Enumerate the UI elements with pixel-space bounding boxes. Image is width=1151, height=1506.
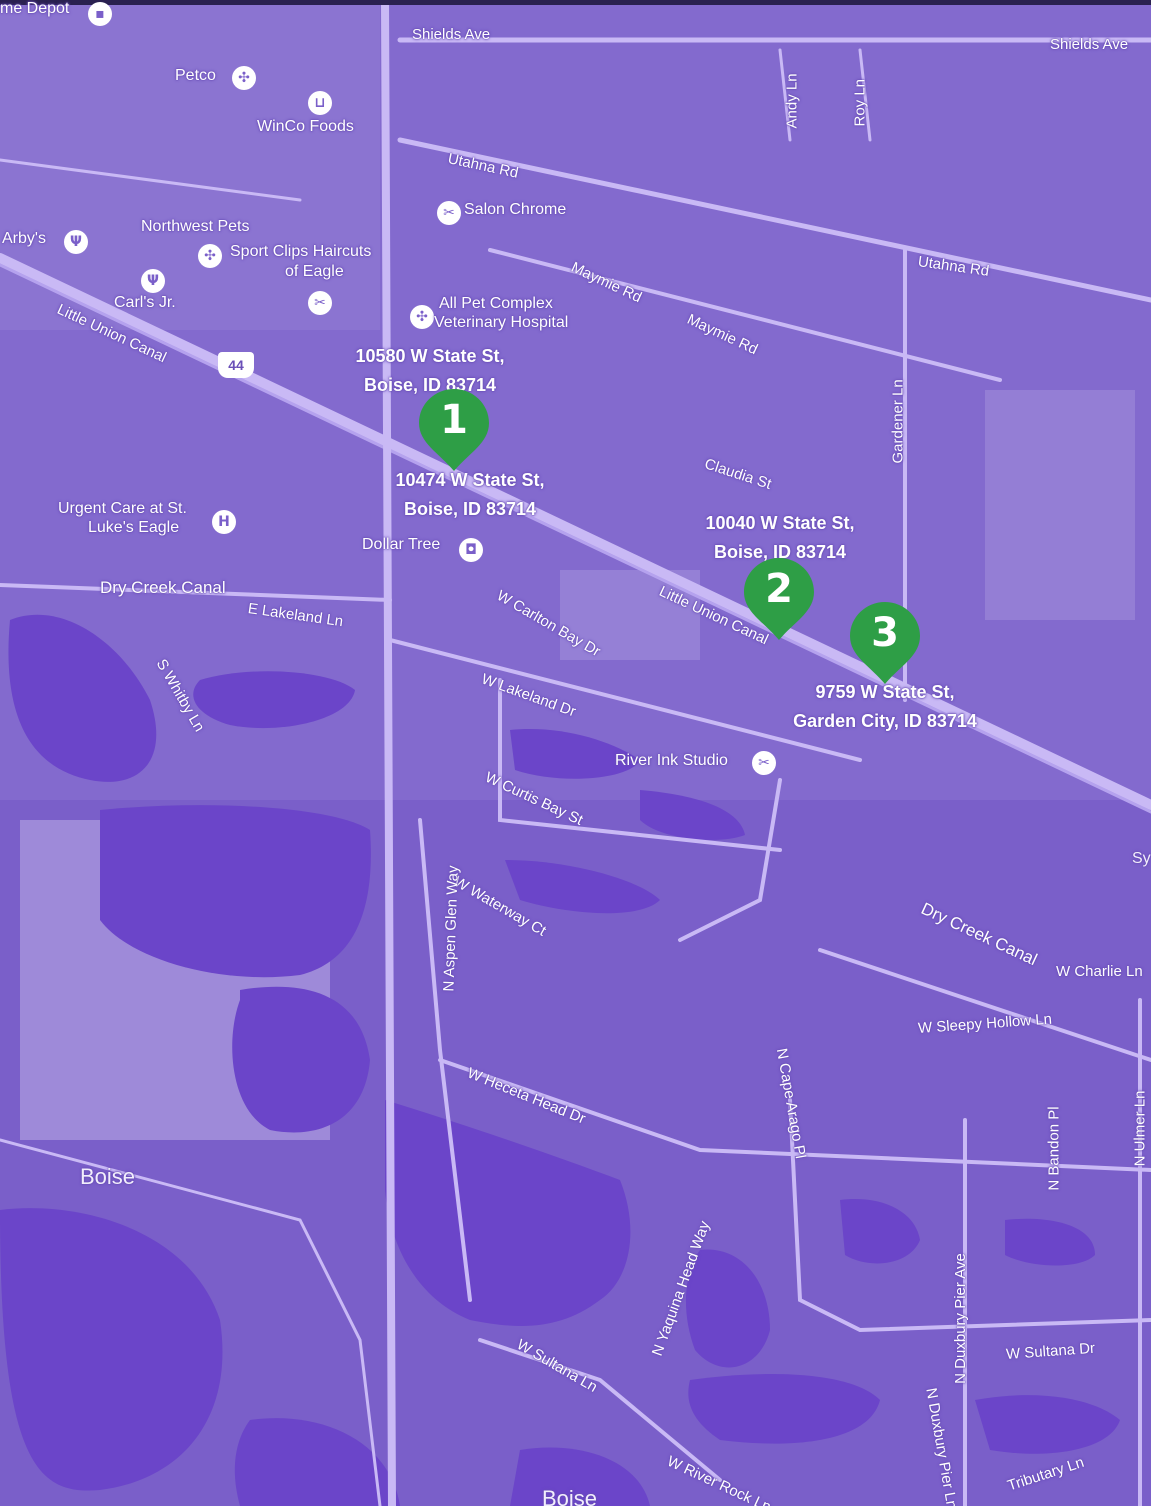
canal-label: Dry Creek Canal: [100, 578, 226, 597]
shopping-bag-icon[interactable]: ◘: [459, 538, 483, 562]
cart-icon[interactable]: ⊔: [308, 91, 332, 115]
marker-number: 2: [765, 566, 793, 612]
scissors-icon[interactable]: ✂: [308, 291, 332, 315]
map-marker-2[interactable]: 2: [742, 556, 816, 642]
poi-label[interactable]: Urgent Care at St.: [58, 500, 187, 517]
map-pin-icon: [850, 602, 920, 684]
address-line: Boise, ID 83714: [713, 542, 847, 562]
street-label: Roy Ln: [851, 78, 869, 127]
area-label: Sy: [1132, 850, 1151, 867]
poi-label[interactable]: Dollar Tree: [362, 536, 441, 553]
marker-number: 1: [440, 397, 468, 443]
street-label: Gardener Ln: [889, 379, 907, 464]
scissors-icon[interactable]: ✂: [437, 201, 461, 225]
paw-icon[interactable]: ✣: [410, 305, 434, 329]
address-label: 9759 W State St, Garden City, ID 83714: [745, 678, 1025, 736]
street-label: Shields Ave: [412, 26, 491, 43]
map-pin-icon: [744, 558, 814, 640]
address-line: Boise, ID 83714: [403, 499, 537, 519]
poi-label[interactable]: WinCo Foods: [257, 118, 354, 135]
poi-label[interactable]: Arby's: [2, 230, 46, 247]
street-label: N Ulmer Ln: [1131, 1090, 1149, 1167]
poi-label[interactable]: me Depot: [0, 0, 70, 17]
address-label: 10580 W State St, Boise, ID 83714: [300, 342, 560, 400]
address-line: 10474 W State St,: [395, 470, 545, 490]
street-label: N Duxbury Pier Ave: [951, 1253, 969, 1384]
poi-label[interactable]: of Eagle: [285, 263, 344, 280]
address-label: 10040 W State St, Boise, ID 83714: [650, 509, 910, 567]
map-marker-3[interactable]: 3: [848, 600, 922, 686]
poi-label[interactable]: Sport Clips Haircuts: [230, 243, 372, 260]
poi-label[interactable]: Veterinary Hospital: [434, 314, 569, 331]
address-label: 10474 W State St, Boise, ID 83714: [340, 466, 600, 524]
street-label: Shields Ave: [1050, 36, 1129, 53]
marker-number: 3: [871, 610, 899, 656]
paw-icon[interactable]: ✣: [232, 66, 256, 90]
address-line: 10040 W State St,: [705, 513, 855, 533]
area-label: Boise: [542, 1486, 598, 1506]
scissors-icon[interactable]: ✂: [752, 751, 776, 775]
address-line: 9759 W State St,: [815, 682, 955, 702]
poi-label[interactable]: River Ink Studio: [615, 752, 728, 769]
restaurant-icon[interactable]: Ψ: [141, 269, 165, 293]
poi-label[interactable]: Petco: [175, 67, 216, 84]
address-line: Garden City, ID 83714: [793, 711, 977, 731]
shopping-icon[interactable]: ▪: [88, 2, 112, 26]
paw-icon[interactable]: ✣: [198, 244, 222, 268]
poi-label[interactable]: Salon Chrome: [464, 201, 567, 218]
route-shield: 44: [218, 352, 254, 378]
water-bodies: [0, 614, 1120, 1506]
poi-label[interactable]: Luke's Eagle: [88, 519, 180, 536]
map-pin-icon: [419, 389, 489, 471]
street-label: W Charlie Ln: [1056, 963, 1143, 980]
poi-label[interactable]: Northwest Pets: [141, 218, 250, 235]
map-marker-1[interactable]: 1: [417, 387, 491, 473]
area-label: Boise: [80, 1164, 136, 1189]
street-label: Andy Ln: [783, 73, 801, 129]
restaurant-icon[interactable]: Ψ: [64, 230, 88, 254]
street-label: N Bandon Pl: [1045, 1106, 1063, 1191]
address-line: Boise, ID 83714: [363, 375, 497, 395]
poi-label[interactable]: All Pet Complex: [439, 295, 553, 312]
hospital-icon[interactable]: H: [212, 510, 236, 534]
poi-label[interactable]: Carl's Jr.: [114, 294, 176, 311]
top-status-edge: [0, 0, 1151, 5]
address-line: 10580 W State St,: [355, 346, 505, 366]
